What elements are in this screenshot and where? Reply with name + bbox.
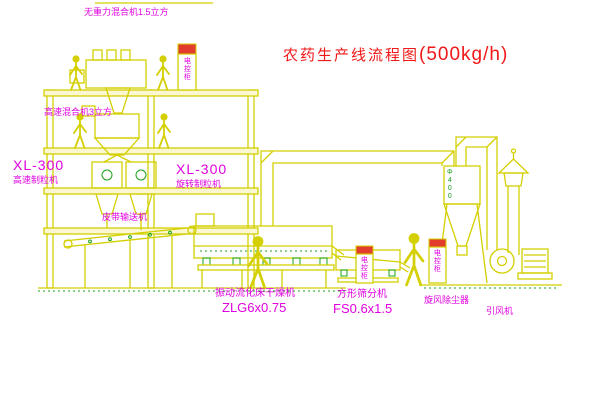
- gravity-free-mixer: [69, 49, 147, 114]
- label-sieve-model: FS0.6x1.5: [333, 301, 393, 316]
- control-cabinet-sieve: [355, 245, 374, 284]
- label-dryer-model: ZLG6x0.75: [222, 300, 287, 315]
- label-duct-diameter: Φ400: [446, 169, 454, 201]
- granulators: [91, 154, 157, 230]
- label-cyclone: 旋风除尘器: [424, 295, 470, 305]
- label-cabinet-sieve: 电控柜: [360, 256, 368, 280]
- title-capacity: (500kg/h): [419, 44, 509, 65]
- building-frame: [38, 89, 562, 292]
- high-speed-mixer: [81, 105, 141, 156]
- label-belt-conveyor: 皮带输送机: [102, 212, 148, 222]
- control-cabinet-top: [177, 43, 197, 91]
- label-dryer-name: 振动流化床干燥机: [215, 288, 295, 299]
- induced-draft-fan: [489, 148, 553, 280]
- label-high-speed-mixer: 高速混合机3立方: [44, 107, 113, 117]
- label-gravity-free-mixer: 无重力混合机1.5立方: [84, 7, 169, 17]
- page-title: 农药生产线流程图 (500kg/h): [283, 44, 508, 66]
- control-cabinet-cyclone: [428, 238, 447, 284]
- label-fan: 引风机: [486, 306, 514, 316]
- label-cabinet-cyclone: 电控柜: [433, 249, 441, 273]
- exhaust-duct: [260, 150, 455, 226]
- label-cabinet-top: 电控柜: [183, 57, 191, 81]
- belt-conveyor: [63, 225, 197, 288]
- label-granulator-left-name: 高速制粒机: [13, 175, 59, 185]
- label-granulator-right-model: XL-300: [176, 161, 228, 177]
- fluid-bed-dryer: [193, 213, 345, 288]
- label-granulator-right-name: 旋转制粒机: [176, 179, 222, 189]
- label-sieve-name: 方形筛分机: [337, 289, 387, 300]
- label-granulator-left-model: XL-300: [13, 157, 65, 173]
- title-text: 农药生产线流程图: [283, 47, 420, 64]
